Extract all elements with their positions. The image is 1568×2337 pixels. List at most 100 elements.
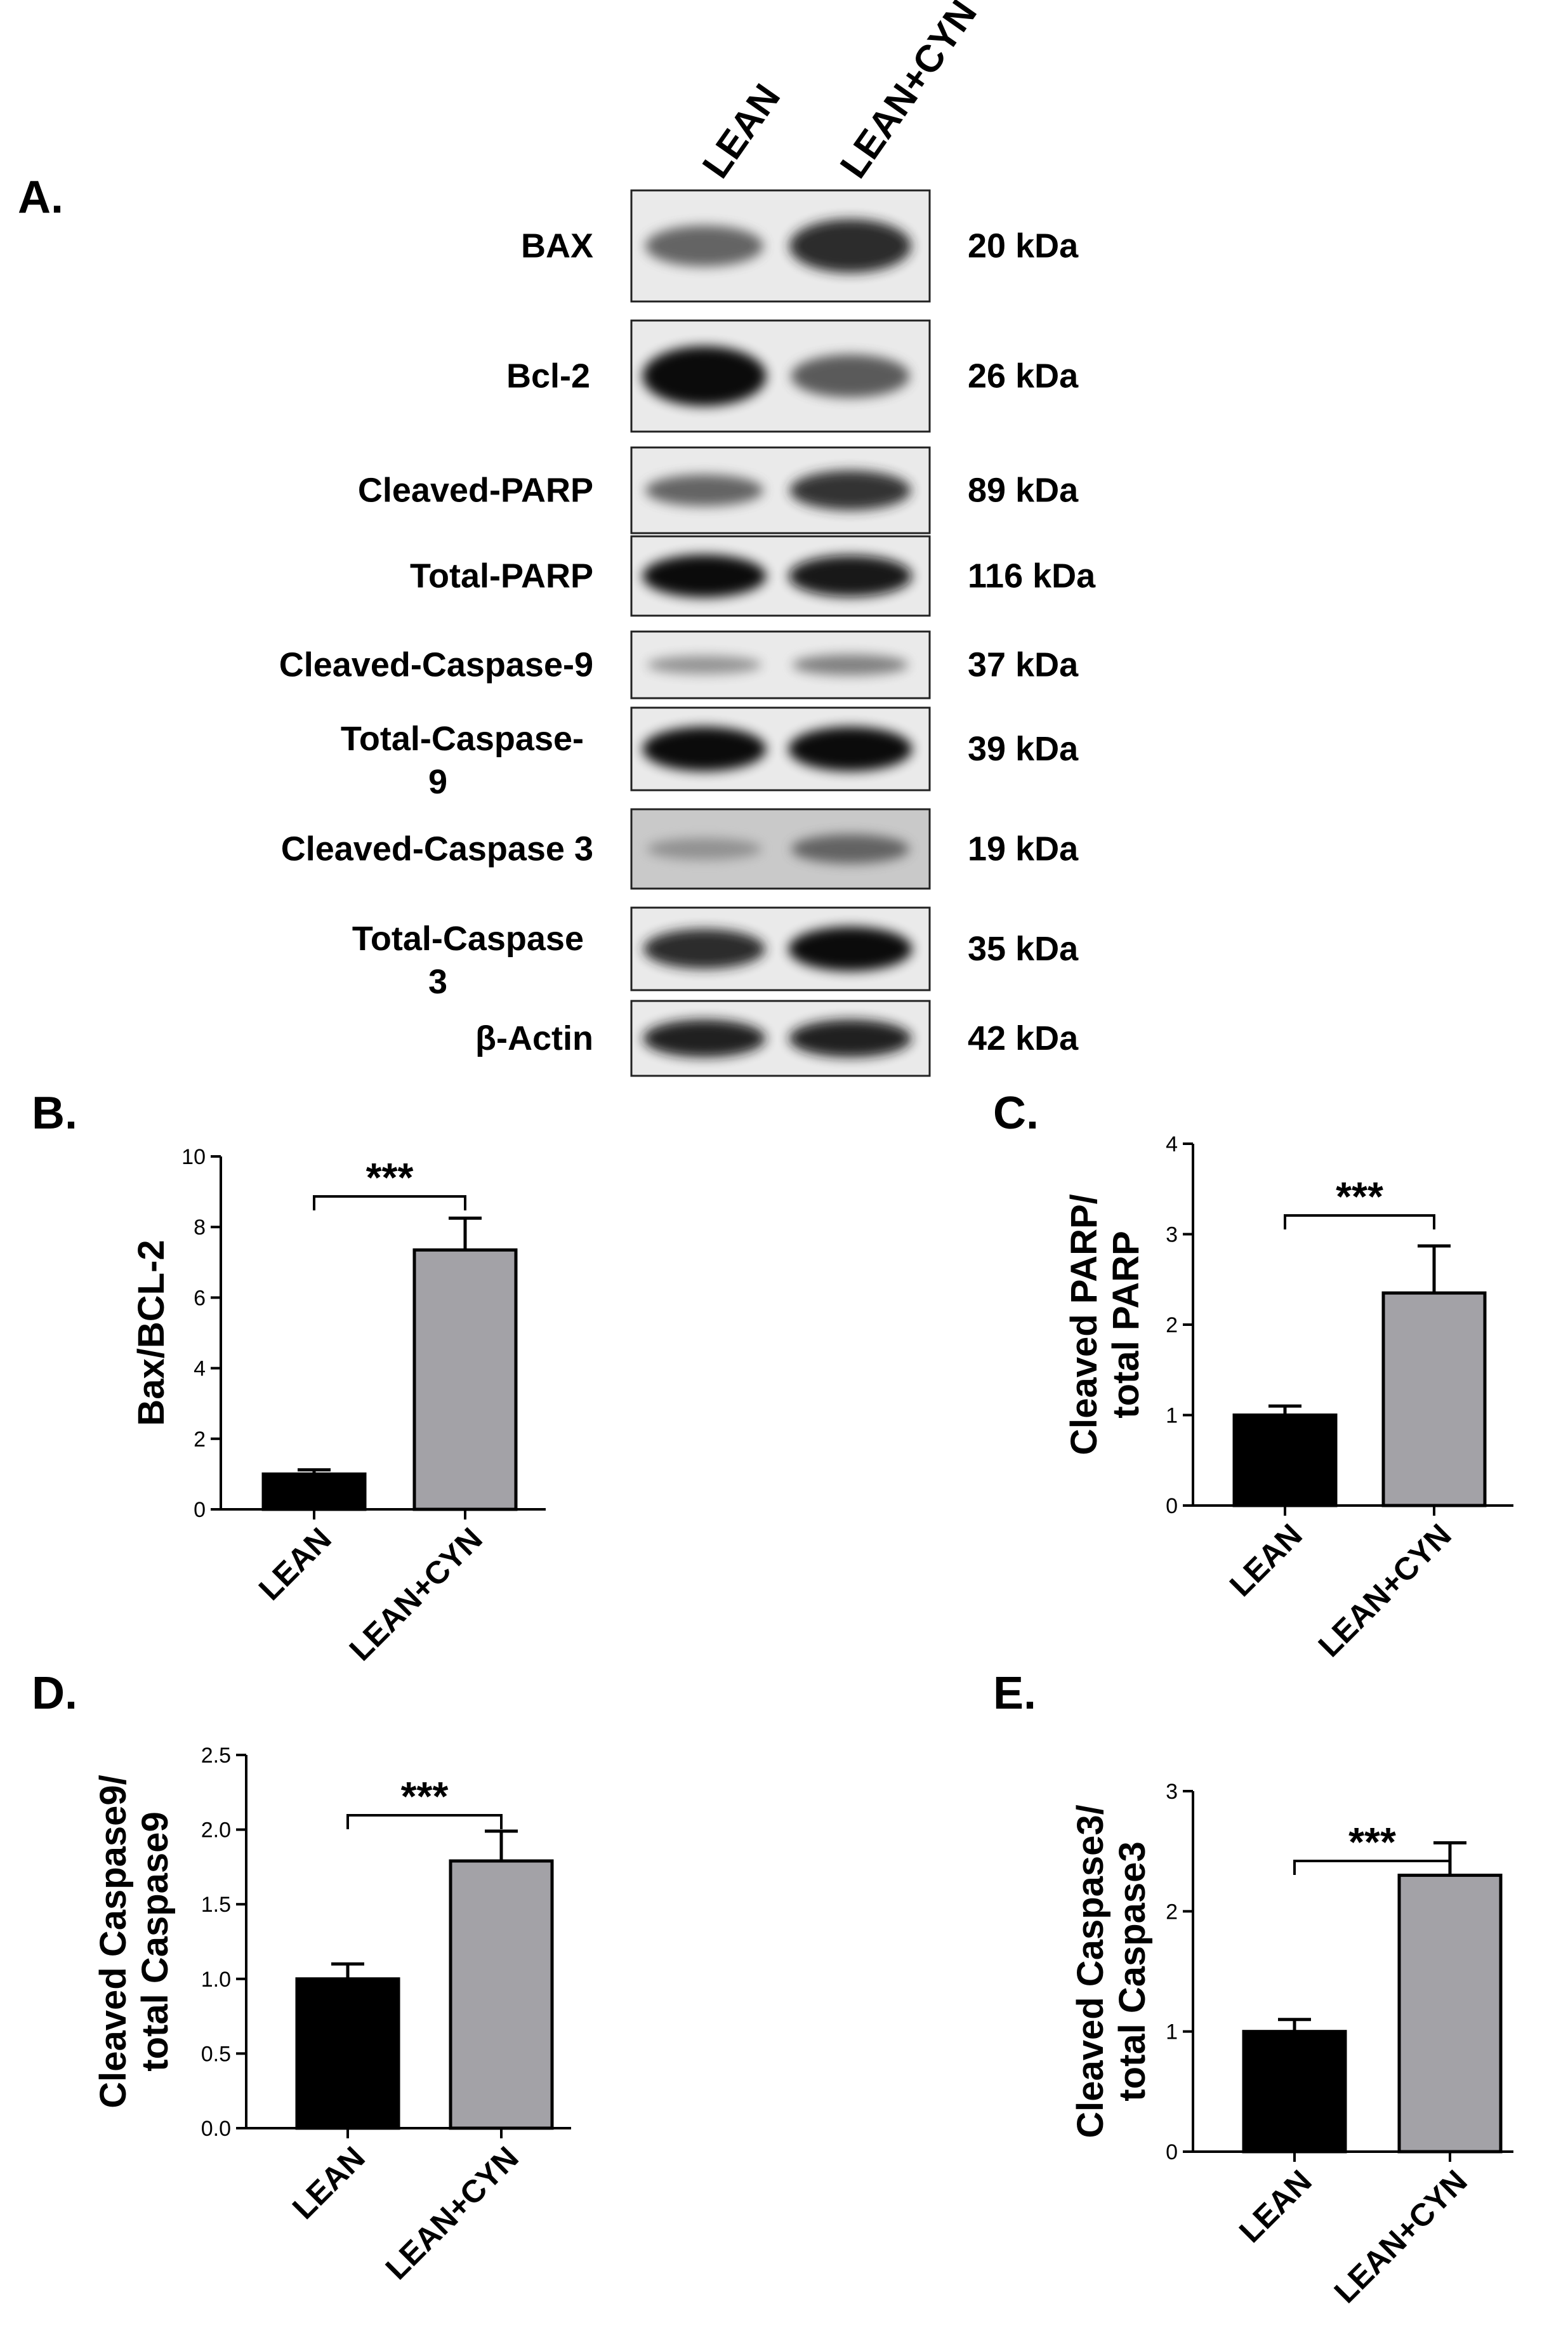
blot-band: [645, 225, 763, 267]
blot-band: [647, 838, 762, 860]
bar: [1381, 1291, 1487, 1507]
y-axis-label: Bax/BCL-2: [131, 1240, 172, 1426]
blot-band: [791, 834, 909, 864]
mw-label: 39 kDa: [968, 730, 1079, 768]
bar: [1232, 1413, 1338, 1507]
protein-label: Total-Caspase: [352, 920, 584, 958]
y-tick-label: 2.0: [201, 1818, 231, 1843]
y-tick-label: 1.5: [201, 1893, 231, 1917]
blot-band: [791, 354, 910, 398]
x-tick-label: LEAN: [286, 2140, 372, 2226]
y-tick-label: 3: [1166, 1223, 1178, 1247]
y-tick-label: 1: [1166, 1404, 1178, 1428]
bar: [449, 1859, 554, 2130]
significance-bracket: [313, 1195, 466, 1210]
y-tick-label: 4: [194, 1357, 206, 1381]
blot-band: [642, 554, 767, 598]
panel-label-b: B.: [32, 1088, 77, 1139]
y-axis-label: total Caspase3: [1112, 1841, 1153, 2101]
y-tick-label: 8: [194, 1215, 206, 1240]
protein-label: Cleaved-Caspase-9: [279, 646, 593, 684]
blot-band: [792, 654, 909, 675]
mw-label: 42 kDa: [968, 1019, 1079, 1057]
x-tick-label: LEAN+CYN: [1312, 1517, 1458, 1664]
mw-label: 116 kDa: [968, 557, 1096, 595]
protein-label-wrap: 3: [428, 963, 447, 1001]
y-axis-label: total Caspase9: [135, 1811, 176, 2071]
significance-bracket: [1293, 1860, 1451, 1875]
protein-label-wrap: 9: [428, 763, 447, 801]
y-tick-label: 0.0: [201, 2117, 231, 2141]
blot-band: [788, 926, 912, 972]
y-tick-label: 3: [1166, 1780, 1178, 1804]
blot-band: [642, 726, 767, 772]
mw-label: 26 kDa: [968, 357, 1079, 395]
protein-label: β-Actin: [475, 1019, 593, 1057]
blot-band: [789, 555, 912, 597]
y-axis-label: Cleaved Caspase3/: [1070, 1804, 1111, 2138]
y-tick-label: 2: [1166, 1313, 1178, 1337]
panel-label-e: E.: [993, 1668, 1036, 1719]
y-tick-label: 2.5: [201, 1744, 231, 1768]
y-tick-label: 1: [1166, 2020, 1178, 2044]
protein-label: Bcl-2: [506, 357, 590, 395]
protein-label: Cleaved-PARP: [358, 472, 593, 510]
significance-stars: ***: [1348, 1819, 1396, 1865]
protein-label: Total-Caspase-: [341, 720, 584, 758]
x-tick-label: LEAN: [1232, 2163, 1319, 2249]
x-tick-label: LEAN+CYN: [343, 1521, 489, 1667]
blot-band: [789, 1019, 912, 1057]
mw-label: 20 kDa: [968, 227, 1079, 265]
blot-band: [789, 219, 911, 273]
bar: [295, 1977, 400, 2130]
panel-label-a: A.: [18, 172, 63, 223]
mw-label: 89 kDa: [968, 472, 1079, 510]
protein-label: BAX: [521, 227, 593, 265]
bar: [412, 1248, 518, 1511]
y-tick-label: 1.0: [201, 1968, 231, 1992]
bar: [261, 1472, 367, 1511]
mw-label: 37 kDa: [968, 646, 1079, 684]
blot-band: [642, 346, 767, 406]
blot-band: [645, 474, 763, 506]
significance-stars: ***: [401, 1773, 449, 1819]
y-tick-label: 2: [194, 1427, 206, 1452]
blot-band: [788, 726, 912, 772]
significance-stars: ***: [1336, 1174, 1383, 1219]
bar: [1397, 1874, 1503, 2154]
y-tick-label: 0: [1166, 1494, 1178, 1518]
y-tick-label: 2: [1166, 1900, 1178, 1924]
blot-band: [643, 1019, 766, 1057]
x-tick-label: LEAN: [1223, 1517, 1309, 1603]
x-tick-label: LEAN+CYN: [1328, 2163, 1474, 2310]
y-axis-label: total PARP: [1105, 1231, 1147, 1418]
y-tick-label: 0: [194, 1498, 206, 1522]
lane-label-lean-cyn: LEAN+CYN: [832, 0, 985, 185]
significance-bracket: [346, 1814, 503, 1829]
blot-band: [789, 470, 911, 510]
bar: [1242, 2030, 1347, 2154]
y-tick-label: 6: [194, 1286, 206, 1310]
y-tick-label: 0: [1166, 2140, 1178, 2164]
significance-stars: ***: [366, 1155, 414, 1200]
mw-label: 19 kDa: [968, 830, 1079, 868]
protein-label: Cleaved-Caspase 3: [281, 830, 593, 868]
x-tick-label: LEAN+CYN: [379, 2140, 525, 2286]
y-tick-label: 10: [181, 1145, 206, 1169]
mw-label: 35 kDa: [968, 930, 1079, 968]
y-tick-label: 0.5: [201, 2042, 231, 2066]
lane-label-lean: LEAN: [694, 76, 789, 185]
blot-band: [643, 929, 765, 969]
panel-label-d: D.: [32, 1668, 77, 1719]
y-axis-label: Cleaved PARP/: [1064, 1194, 1105, 1455]
y-tick-label: 4: [1166, 1132, 1178, 1156]
panel-label-c: C.: [993, 1088, 1039, 1139]
protein-label: Total-PARP: [410, 557, 593, 595]
y-axis-label: Cleaved Caspase9/: [93, 1775, 134, 2109]
